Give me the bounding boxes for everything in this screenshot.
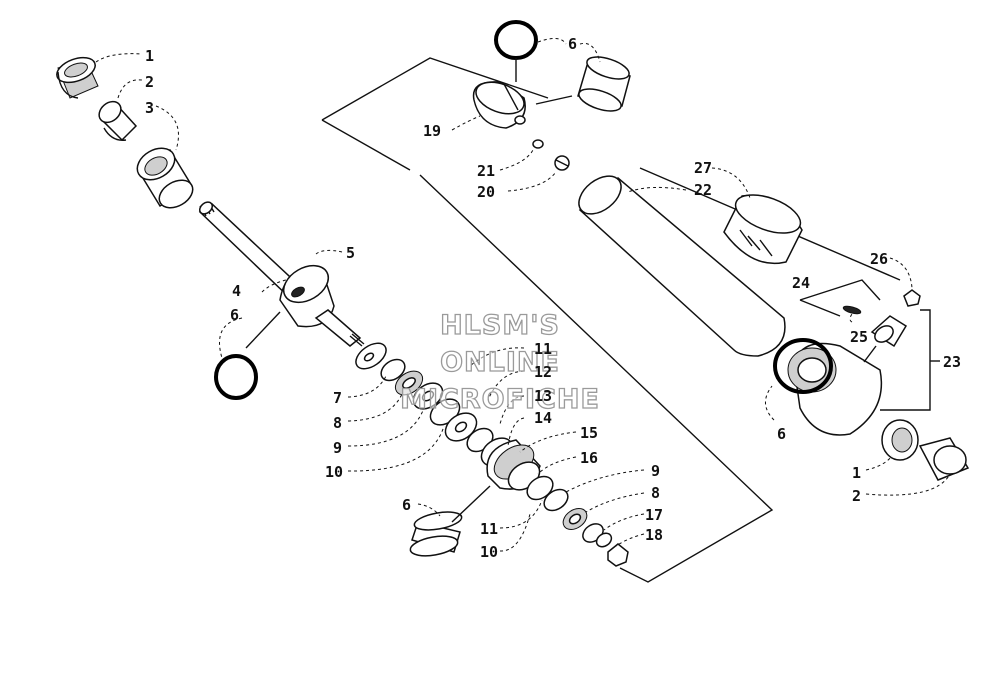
- callout-label: 27: [694, 159, 712, 177]
- callout-label: 25: [850, 328, 868, 346]
- callout-label: 8: [333, 414, 342, 432]
- callout-label: 8: [651, 484, 660, 502]
- callout-label: 6: [568, 35, 577, 53]
- body-tube-22: [578, 175, 786, 357]
- callout-label: 6: [230, 306, 239, 324]
- callout-label: 6: [402, 496, 411, 514]
- o-ring-21: [532, 139, 544, 149]
- callout-label: 10: [325, 463, 343, 481]
- o-ring-6-left: [214, 354, 258, 400]
- callout-labels: 1 2 3 4 5 6 7 8 9 10 6 11 12 13 14 15 16…: [145, 35, 961, 561]
- callout-label: 16: [580, 449, 598, 467]
- callout-label: 10: [480, 543, 498, 561]
- callout-label: 12: [534, 363, 552, 381]
- valve-body-23: [870, 315, 908, 348]
- callout-label: 24: [792, 274, 810, 292]
- callout-label: 26: [870, 250, 888, 268]
- callout-label: 5: [346, 244, 355, 262]
- callout-label: 19: [423, 122, 441, 140]
- upper-bushing-1: [56, 56, 99, 99]
- eyelet-3: [136, 147, 194, 209]
- lower-sleeve-2: [918, 437, 970, 481]
- callout-label: 15: [580, 424, 598, 442]
- end-cap: [787, 342, 883, 436]
- band-6-lower: [409, 511, 463, 557]
- callout-label: 13: [534, 387, 552, 405]
- callout-label: 17: [645, 506, 663, 524]
- sleeve-2: [98, 100, 138, 142]
- piston-body-5: [279, 264, 365, 347]
- piston-19: [472, 81, 526, 129]
- valve-20: [554, 155, 570, 171]
- callout-label: 9: [651, 462, 660, 480]
- o-ring-6-right: [773, 338, 833, 394]
- callout-label: 7: [333, 389, 342, 407]
- callout-label: 11: [480, 520, 498, 538]
- callout-label: 4: [232, 282, 241, 300]
- sleeve-27: [723, 194, 803, 265]
- callout-label: 22: [694, 181, 712, 199]
- watermark-line-2: ONLINE: [440, 347, 560, 378]
- callout-label: 3: [145, 99, 154, 117]
- callout-label: 23: [943, 353, 961, 371]
- leader-lines: [95, 38, 951, 552]
- watermark-line-1: HLSM'S: [440, 310, 560, 341]
- shaft-4: [198, 201, 306, 302]
- callout-label: 1: [145, 47, 154, 65]
- callout-label: 21: [477, 162, 495, 180]
- callout-label: 6: [777, 425, 786, 443]
- callout-label: 14: [534, 409, 552, 427]
- callout-label: 18: [645, 526, 663, 544]
- o-ring-6-top: [494, 20, 538, 60]
- band-6-top: [577, 56, 631, 112]
- callout-label: 9: [333, 439, 342, 457]
- callout-label: 11: [534, 340, 552, 358]
- callout-label: 20: [477, 183, 495, 201]
- watermark-line-3: MICROFICHE: [400, 384, 600, 415]
- valve-stack: [355, 342, 629, 567]
- schrader-valve-26: [903, 289, 921, 307]
- o-ring-25: [842, 305, 862, 315]
- callout-label: 2: [852, 487, 861, 505]
- callout-label: 1: [852, 464, 861, 482]
- callout-label: 2: [145, 73, 154, 91]
- lower-bushing-1: [881, 419, 919, 461]
